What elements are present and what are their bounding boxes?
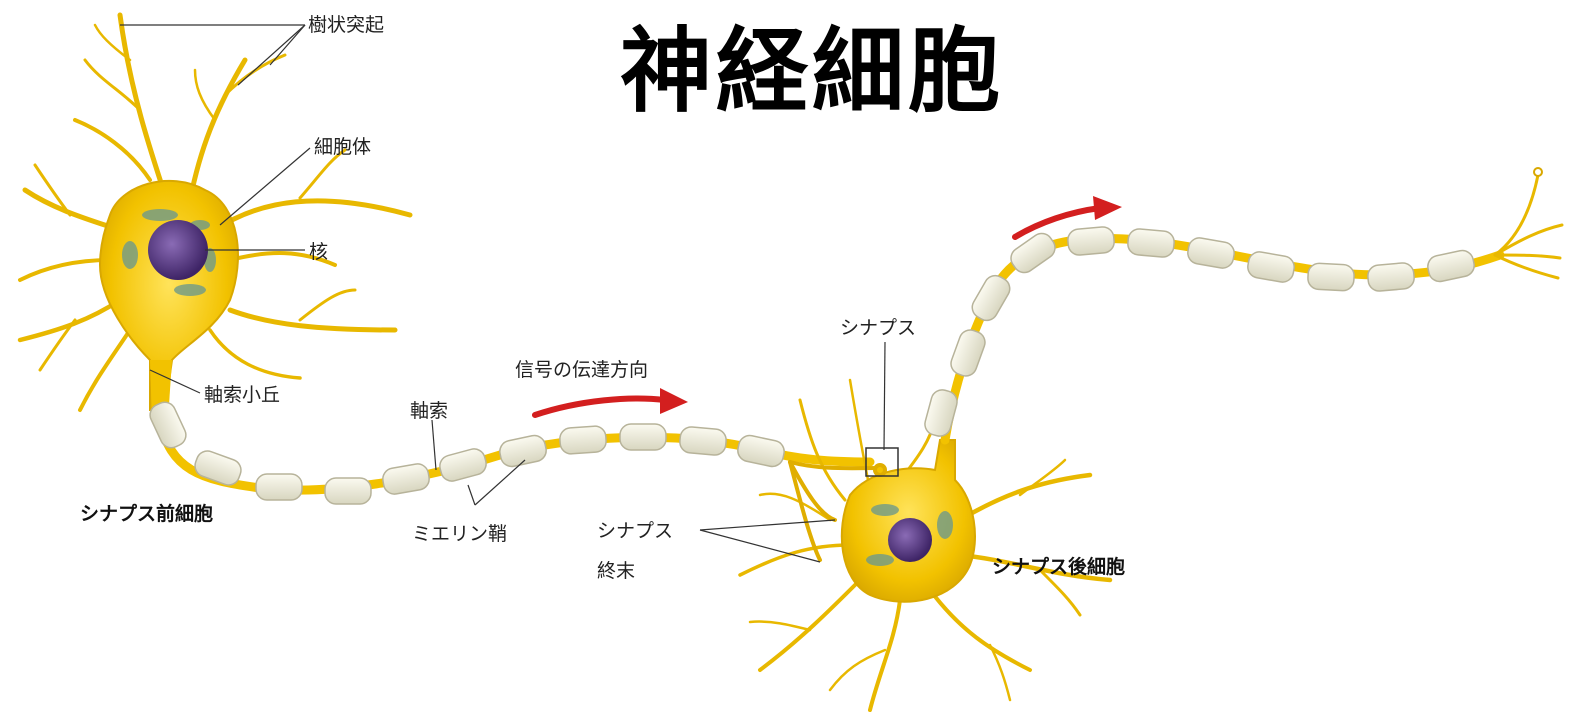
- synapse-highlight-box: [865, 447, 899, 477]
- myelin-sheath: [971, 274, 1011, 322]
- myelin-sheath: [924, 389, 958, 437]
- label-soma: 細胞体: [314, 136, 371, 158]
- postsynaptic-nucleus: [888, 518, 932, 562]
- label-synaptic-terminal-1: シナプス: [597, 520, 673, 542]
- signal-arrow-1: [532, 388, 688, 418]
- label-myelin-sheath: ミエリン鞘: [412, 523, 507, 545]
- myelin-sheath: [559, 425, 607, 455]
- myelin-sheath: [439, 448, 487, 482]
- signal-arrow-2: [1012, 196, 1122, 240]
- myelin-sheath: [324, 477, 372, 505]
- axon-terminal-branches: [1493, 167, 1564, 280]
- myelin-sheath: [1307, 262, 1355, 292]
- myelin-sheath: [382, 463, 430, 495]
- myelin-sheath: [1247, 251, 1295, 283]
- postsynaptic-organelles: [866, 504, 953, 566]
- label-postsynaptic-cell: シナプス後細胞: [992, 555, 1125, 578]
- label-nucleus: 核: [309, 241, 328, 263]
- myelin-sheath: [1010, 232, 1056, 274]
- presynaptic-nucleus: [148, 220, 208, 280]
- myelin-sheath: [679, 426, 727, 456]
- myelin-sheath: [950, 329, 986, 377]
- myelin-sheath: [1067, 226, 1115, 256]
- label-axon: 軸索: [410, 400, 448, 422]
- label-presynaptic-cell: シナプス前細胞: [80, 502, 213, 525]
- leader-lines: [120, 24, 886, 563]
- myelin-sheath: [255, 473, 303, 501]
- myelin-sheath: [1367, 262, 1415, 292]
- label-synaptic-terminal-2: 終末: [597, 560, 635, 582]
- myelin-sheath: [499, 434, 547, 468]
- presynaptic-dendrites: [17, 12, 413, 412]
- label-synapse: シナプス: [840, 317, 916, 339]
- postsynaptic-dendrites: [738, 378, 1113, 712]
- myelin-sheath: [619, 423, 667, 451]
- myelin-sheaths-1: [149, 401, 785, 505]
- presynaptic-neuron: [17, 12, 413, 420]
- myelin-sheath: [1127, 228, 1175, 258]
- myelin-sheath: [1427, 249, 1475, 283]
- page-title: 神経細胞: [620, 18, 1004, 125]
- myelin-sheath: [194, 450, 242, 486]
- myelin-sheaths-2: [924, 226, 1475, 437]
- synaptic-terminals: [788, 460, 887, 562]
- label-signal-direction: 信号の伝達方向: [515, 359, 648, 381]
- myelin-sheath: [737, 434, 785, 468]
- label-dendrite: 樹状突起: [308, 14, 384, 36]
- postsynaptic-neuron: [738, 378, 1113, 712]
- myelin-sheath: [149, 401, 187, 449]
- myelin-sheath: [1187, 237, 1235, 269]
- label-axon-hillock: 軸索小丘: [204, 384, 280, 406]
- presynaptic-organelles: [122, 209, 216, 296]
